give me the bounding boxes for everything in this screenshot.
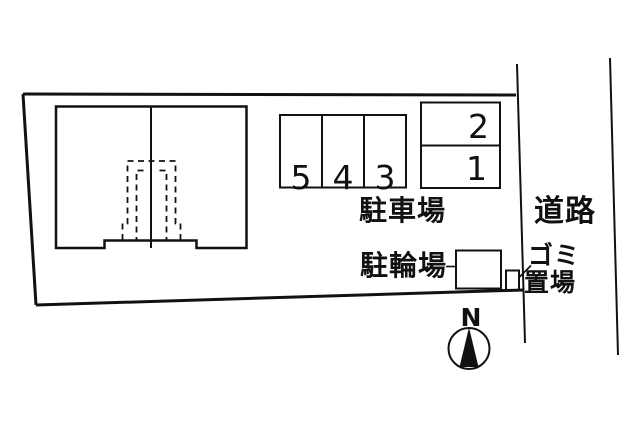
- road-line-right: [609, 57, 619, 356]
- garbage-box: [505, 269, 520, 291]
- road-line-left: [516, 63, 526, 344]
- garbage-label-line2: 置場: [524, 268, 577, 297]
- bicycle-parking-label: 駐輪場: [360, 249, 448, 282]
- bicycle-parking-box: [455, 249, 502, 290]
- compass-needle: [459, 327, 479, 367]
- boundary-top-line: [22, 92, 517, 97]
- parking-row-box: [279, 114, 407, 189]
- parking-space-number-5: 5: [290, 158, 312, 197]
- garbage-leader-line: [518, 264, 532, 278]
- road-label: 道路: [534, 194, 596, 229]
- garbage-label-line1: ゴミ: [528, 241, 581, 270]
- compass-north-label: N: [460, 303, 482, 332]
- boundary-left-line: [21, 93, 38, 306]
- building-outline: [54, 105, 248, 250]
- parking-lot-label: 駐車場: [359, 194, 447, 227]
- parking-space-number-4: 4: [332, 158, 354, 197]
- stair-dashed-inner-left: [135, 169, 144, 240]
- parking-space-number-1: 1: [466, 149, 487, 188]
- stair-dashed-outline: [121, 160, 182, 240]
- parking-space-number-3: 3: [374, 158, 396, 197]
- stair-dashed-inner-right: [159, 169, 168, 240]
- boundary-bottom-line: [35, 288, 524, 307]
- parking-space-number-2: 2: [468, 107, 489, 146]
